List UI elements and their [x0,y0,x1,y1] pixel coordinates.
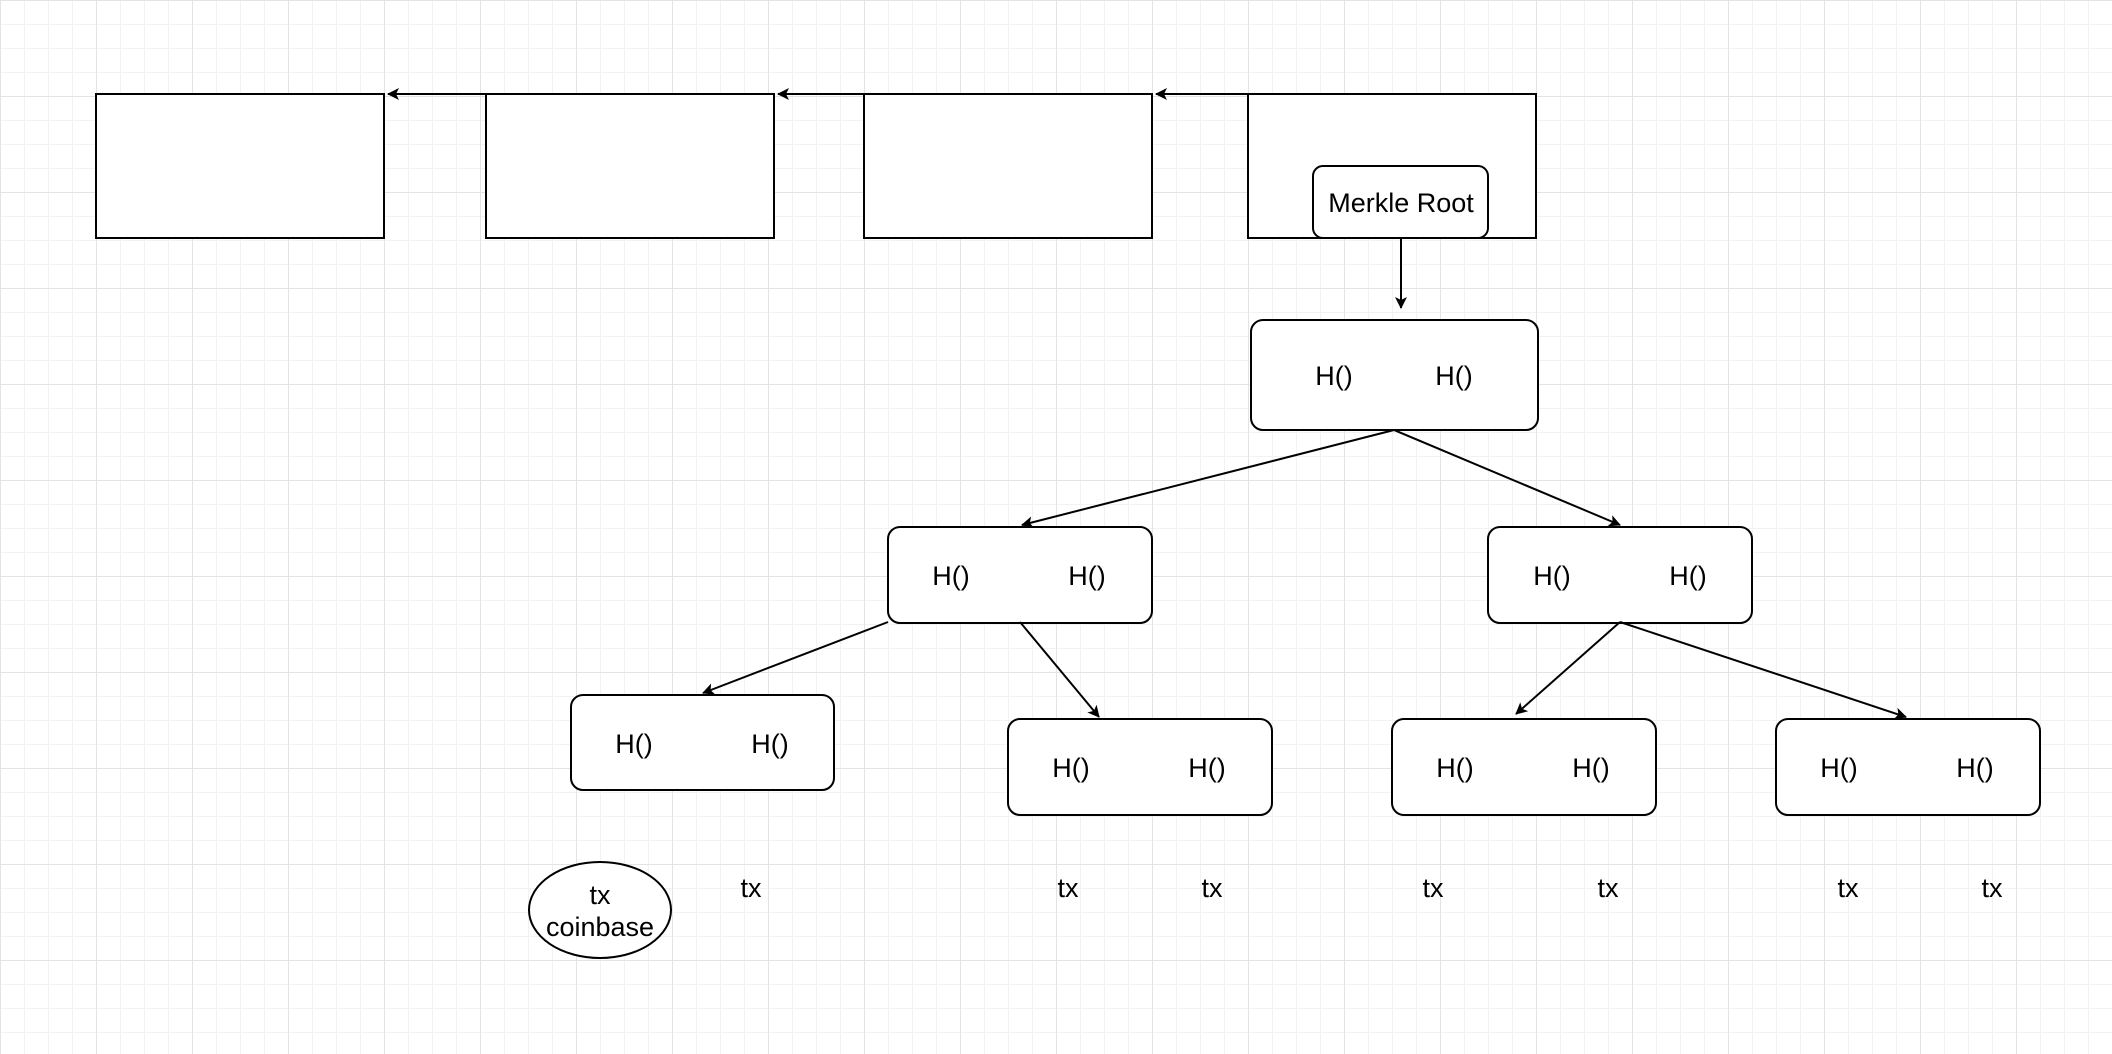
tx-label: tx [1057,873,1079,903]
edge-left-leaf1 [702,621,889,695]
block-3[interactable] [863,93,1153,239]
hash-node-root[interactable] [1250,319,1539,431]
hash-label: H() [1188,753,1225,783]
coinbase-ellipse[interactable] [528,861,672,959]
hash-node-leaf-3[interactable] [1391,718,1657,816]
tx-label: tx [740,873,762,903]
hash-label: H() [1533,561,1570,591]
hash-node-leaf-2[interactable] [1007,718,1273,816]
hash-label: H() [1572,753,1609,783]
hash-node-leaf-1[interactable] [570,694,835,791]
tx-label: tx [1422,873,1444,903]
tx-label: tx [1597,873,1619,903]
merkle-root-label: Merkle Root [1328,188,1474,218]
hash-label: H() [751,729,788,759]
hash-label: H() [932,561,969,591]
hash-label: H() [1435,361,1472,391]
hash-label: H() [1068,561,1105,591]
hash-node-right[interactable] [1487,526,1753,624]
hash-node-left[interactable] [887,526,1153,624]
edge-root-left [1021,429,1395,529]
tx-label: tx [1981,873,2003,903]
block-2[interactable] [485,93,775,239]
hash-label: H() [615,729,652,759]
edge-right-leaf4 [1619,621,1907,720]
edge-root-right [1393,429,1621,527]
hash-label: H() [1436,753,1473,783]
hash-label: H() [1315,361,1352,391]
hash-label: H() [1052,753,1089,783]
tx-label: tx [1201,873,1223,903]
tx-label: tx [1837,873,1859,903]
hash-label: H() [1956,753,1993,783]
hash-label: H() [1820,753,1857,783]
edge-right-leaf3 [1515,621,1621,715]
edge-left-leaf2 [1019,621,1100,718]
hash-label: H() [1669,561,1706,591]
block-1[interactable] [95,93,385,239]
hash-node-leaf-4[interactable] [1775,718,2041,816]
